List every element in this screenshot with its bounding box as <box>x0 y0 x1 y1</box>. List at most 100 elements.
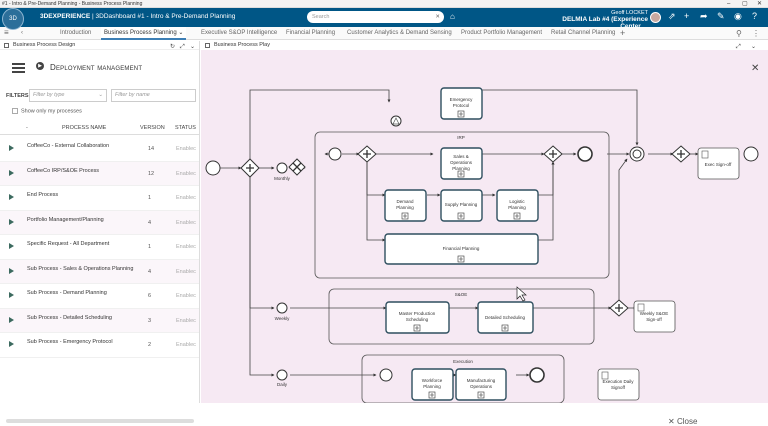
play-circle-icon: ▶ <box>36 62 44 70</box>
close-button[interactable]: ✕ Close <box>668 417 698 426</box>
play-icon[interactable] <box>9 194 14 200</box>
more-icon[interactable]: ⋮ <box>752 29 760 38</box>
collapse-icon[interactable]: ⌄ <box>190 44 196 50</box>
task-manufacturing-l2[interactable]: Operations <box>470 384 493 389</box>
minimize-icon[interactable]: – <box>727 1 731 7</box>
process-version: 1 <box>148 244 152 250</box>
maximize-icon[interactable]: ▢ <box>742 1 748 7</box>
task-emergency-l1[interactable]: Emergency <box>450 97 474 102</box>
add-icon[interactable]: + <box>684 11 690 21</box>
timer-weekly-label: Weekly <box>275 316 290 321</box>
task-logistic-l1[interactable]: Logistic <box>509 199 525 204</box>
task-sop-l1[interactable]: Sales & <box>453 154 469 159</box>
tab-label: Business Process Planning <box>104 30 177 36</box>
task-supply[interactable]: Supply Planning <box>445 202 478 207</box>
tab-introduction[interactable]: Introduction <box>60 30 92 36</box>
chevron-down-icon[interactable]: ⌄ <box>178 30 184 36</box>
communication-icon[interactable]: ◉ <box>734 11 742 21</box>
task-workforce-l1[interactable]: Workforce <box>422 378 443 383</box>
task-logistic-l2[interactable]: Planning <box>508 205 526 210</box>
task-exec-daily-l2[interactable]: Signoff <box>611 385 626 390</box>
filter-name-input[interactable]: Filter by name <box>111 89 196 102</box>
tab-retail-channel[interactable]: Retail Channel Planning <box>551 30 616 36</box>
horizontal-scrollbar[interactable] <box>6 419 194 423</box>
tab-customer-analytics[interactable]: Customer Analytics & Demand Sensing <box>347 30 452 36</box>
play-icon[interactable] <box>9 316 14 323</box>
task-demand-l2[interactable]: Planning <box>396 205 414 210</box>
task-detailed-sched[interactable]: Detailed Scheduling <box>485 315 526 320</box>
tab-prev-icon[interactable]: ‹ <box>21 30 23 36</box>
col-process-name[interactable]: PROCESS NAME <box>62 125 107 131</box>
col-status[interactable]: STATUS <box>175 125 196 131</box>
tab-executive-sop[interactable]: Executive S&OP Intelligence <box>201 30 278 36</box>
task-financial[interactable]: Financial Planning <box>443 246 480 251</box>
refresh-icon[interactable]: ↻ <box>170 44 176 50</box>
tab-product-portfolio[interactable]: Product Portfolio Management <box>461 30 543 36</box>
play-icon[interactable] <box>9 145 14 151</box>
chevron-down-icon: ⌄ <box>98 92 103 98</box>
play-icon[interactable] <box>9 267 14 274</box>
add-tab-icon[interactable]: + <box>620 28 626 38</box>
clear-search-icon[interactable]: ✕ <box>435 14 440 20</box>
tag-icon[interactable]: ⌂ <box>450 12 455 21</box>
forward-icon[interactable]: ➦ <box>700 11 708 21</box>
play-icon[interactable] <box>9 169 14 176</box>
search-input[interactable]: Search ✕ <box>307 11 444 23</box>
maximize-icon[interactable]: ⤢ <box>736 44 741 50</box>
close-window-icon[interactable]: ✕ <box>757 1 763 7</box>
close-icon[interactable]: ✕ <box>751 63 760 74</box>
user-info[interactable]: Geoff LOCKET DELMIA Lab #4 (Experience C… <box>558 10 648 30</box>
process-status: Enablec <box>176 244 196 250</box>
filter-type-select[interactable]: Filter by type ⌄ <box>29 89 107 102</box>
hamburger-icon[interactable] <box>12 63 25 73</box>
process-status: Enablec <box>176 146 196 152</box>
task-master-prod-l1[interactable]: Master Production <box>399 311 436 316</box>
col-version[interactable]: VERSION <box>140 125 165 131</box>
compass-icon[interactable]: 3D <box>2 8 24 30</box>
avatar[interactable] <box>650 12 661 23</box>
task-sop-l2[interactable]: Operations <box>450 160 473 165</box>
task-workforce-l2[interactable]: Planning <box>423 384 441 389</box>
play-icon[interactable] <box>9 341 14 347</box>
task-weekly-signoff-l1[interactable]: Weekly S&OE <box>640 311 668 316</box>
tools-icon[interactable]: ✎ <box>717 11 725 21</box>
play-icon[interactable] <box>9 218 14 225</box>
show-only-checkbox[interactable]: Show only my processes <box>12 108 82 114</box>
play-icon[interactable] <box>9 292 14 298</box>
task-manufacturing-l1[interactable]: Manufacturing <box>467 378 496 383</box>
process-status: Enablec <box>176 317 196 324</box>
collapse-icon[interactable]: ⌄ <box>751 44 757 50</box>
checkbox-icon[interactable] <box>12 108 18 114</box>
pool-execution-label: Execution <box>453 359 473 364</box>
tab-business-process-planning[interactable]: Business Process Planning ⌄ <box>101 27 187 40</box>
task-demand-l1[interactable]: Demand <box>396 199 414 204</box>
panel-title: Business Process Design <box>13 42 76 48</box>
task-weekly-signoff-l2[interactable]: Sign-off <box>646 317 662 322</box>
table-row[interactable]: Sub Process - Sales & Operations Plannin… <box>0 259 199 284</box>
play-icon[interactable] <box>9 243 14 249</box>
process-diagram: Emergency Protocol IRP Sales & Operation… <box>205 87 759 403</box>
maximize-icon[interactable]: ⤢ <box>180 44 185 50</box>
task-exec-daily-l1[interactable]: Execution Daily <box>602 379 634 384</box>
task-exec-signoff[interactable]: Exec Sign-off <box>705 162 732 167</box>
process-status: Enablec <box>176 268 196 275</box>
pin-icon[interactable]: ⚲ <box>736 29 742 38</box>
task-sop-l3[interactable]: Planning <box>452 166 470 171</box>
process-status: Enablec <box>176 170 196 177</box>
task-emergency-l2[interactable]: Protocol <box>453 103 470 108</box>
tab-financial-planning[interactable]: Financial Planning <box>286 30 336 36</box>
help-icon[interactable]: ? <box>752 11 758 21</box>
menu-icon[interactable]: ≡ <box>4 28 9 37</box>
task-master-prod-l2[interactable]: Scheduling <box>406 317 429 322</box>
search-placeholder: Search <box>312 14 330 20</box>
share-icon[interactable]: ⇗ <box>668 11 676 21</box>
process-name: Sub Process - Sales & Operations Plannin… <box>27 265 134 272</box>
